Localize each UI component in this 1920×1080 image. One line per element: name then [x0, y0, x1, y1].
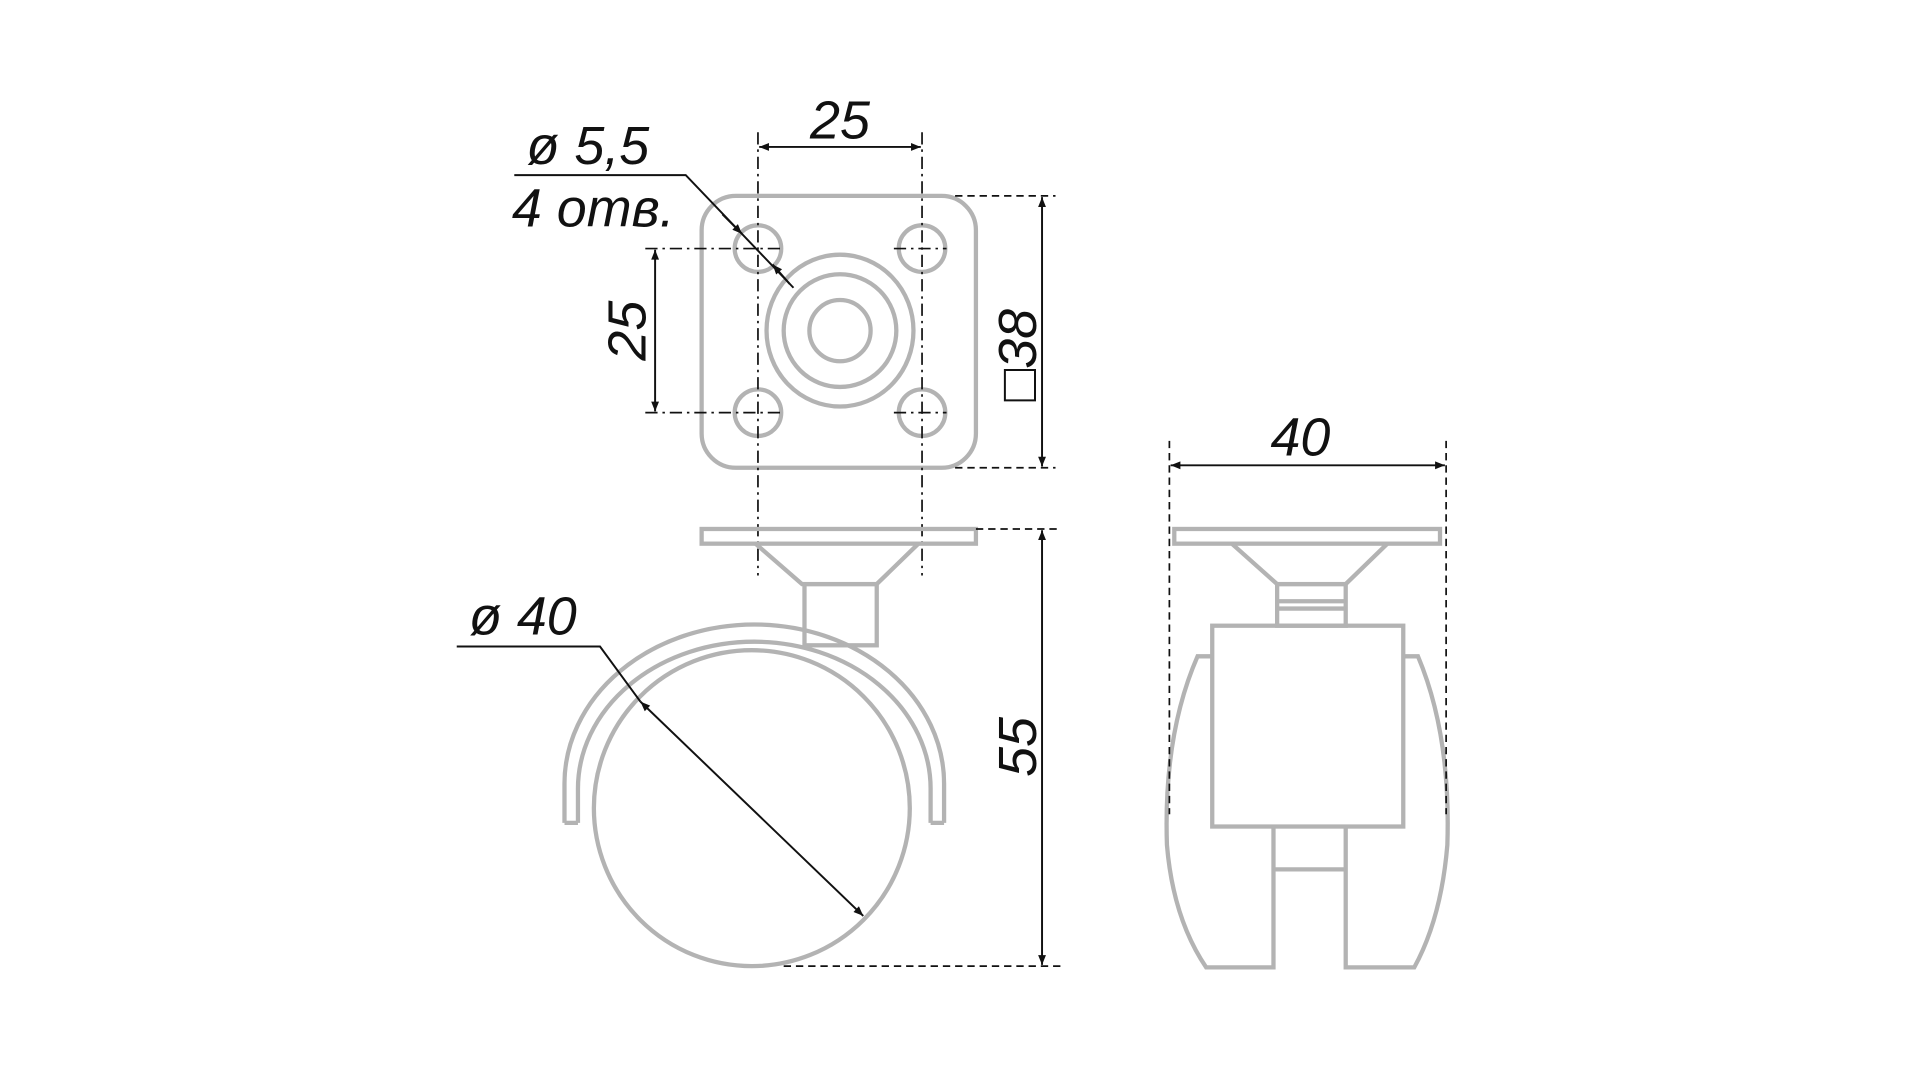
- leader-arrow: [771, 263, 791, 285]
- fork-outer: [562, 622, 947, 823]
- swivel-middle-ring: [781, 272, 899, 390]
- wheel-left: [1164, 654, 1276, 970]
- mounting-plate: [699, 193, 979, 470]
- front-view: 40: [1164, 408, 1450, 970]
- leader-line: [456, 645, 642, 703]
- wheel-right: [1343, 654, 1450, 970]
- swivel-center: [807, 297, 873, 364]
- plate-side: [699, 526, 979, 546]
- hole-diameter-label: ø 5,5: [527, 116, 651, 176]
- hole-spacing-y-label: 25: [597, 300, 657, 362]
- plate-size-label: □38: [988, 309, 1048, 401]
- leader-arrow: [721, 213, 743, 235]
- wheel: [591, 648, 912, 969]
- hole-count-label: 4 отв.: [512, 179, 675, 239]
- swivel-cone: [754, 542, 920, 587]
- hole-spacing-x-label: 25: [809, 90, 871, 150]
- side-view: ø 40 55: [456, 526, 1061, 969]
- wheel-diameter-label: ø 40: [469, 586, 577, 646]
- swivel-outer-ring: [764, 252, 916, 409]
- plate-front: [1172, 526, 1443, 546]
- fork-block: [1210, 623, 1406, 829]
- fork-inner: [575, 639, 933, 823]
- width-label: 40: [1270, 408, 1330, 468]
- top-view: 25 25 □38 ø 5,5 4 отв.: [512, 90, 1056, 576]
- leader-line: [514, 174, 795, 289]
- wheel-diameter-line: [639, 700, 864, 917]
- stem: [1275, 581, 1348, 628]
- swivel-cone: [1230, 542, 1389, 587]
- height-label: 55: [988, 716, 1048, 777]
- stem: [802, 581, 879, 648]
